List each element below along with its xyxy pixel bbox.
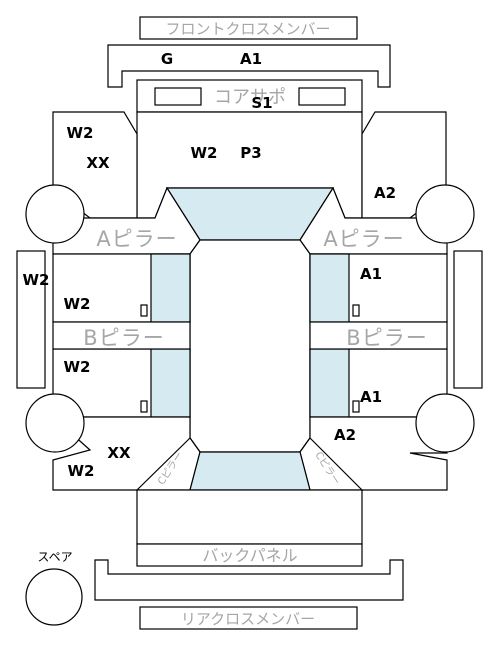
front-bumper: [107, 44, 391, 88]
front-cross-member-box: [139, 16, 358, 40]
roof: [189, 239, 311, 453]
trunk-lid: [136, 489, 363, 545]
right-rear-door-handle: [352, 400, 360, 413]
front-bumper-grade-a1: A1: [240, 50, 262, 68]
left-front-fender-grade-w2: W2: [67, 124, 94, 142]
right-front-door-handle: [352, 304, 360, 317]
right-front-window: [309, 253, 350, 323]
spare-label: スペア: [37, 550, 72, 564]
a-pillar-right-label: Aピラー: [323, 227, 404, 251]
left-rear-door-handle: [140, 400, 148, 413]
left-rear-door-grade-w2: W2: [64, 358, 91, 376]
front-cross-member-label: フロントクロスメンバー: [165, 20, 330, 38]
rear-cross-member-label: リアクロスメンバー: [181, 610, 315, 628]
right-side-sill: [453, 250, 483, 389]
back-panel-label: バックパネル: [202, 546, 297, 565]
left-quarter-grade-xx: XX: [107, 444, 131, 462]
right-front-door-grade-a1: A1: [360, 265, 382, 283]
b-pillar-right-band: [309, 321, 448, 350]
front-bumper-grade-g: G: [161, 50, 173, 68]
right-rear-window: [309, 348, 350, 418]
front-left-wheel: [25, 184, 85, 244]
hood-grade-p3: P3: [240, 144, 261, 162]
core-support-label: コアサポ: [214, 87, 286, 108]
spare-tire: [25, 568, 83, 626]
b-pillar-left-band: [52, 321, 191, 350]
rear-left-wheel: [25, 393, 85, 453]
rear-bumper: [94, 559, 404, 601]
left-headlight: [154, 87, 202, 106]
left-rear-window: [150, 348, 191, 418]
right-quarter-grade-a2: A2: [334, 426, 356, 444]
left-front-door-grade-w2: W2: [64, 295, 91, 313]
core-support-grade-s1: S1: [251, 94, 272, 112]
right-front-fender-grade-a2: A2: [374, 184, 396, 202]
left-side-sill-grade-w2: W2: [23, 271, 50, 289]
rear-right-wheel: [415, 393, 475, 453]
b-pillar-left-label: Bピラー: [83, 326, 164, 350]
left-front-window: [150, 253, 191, 323]
rear-cross-member-box: [139, 606, 358, 630]
hood-grade-w2: W2: [191, 144, 218, 162]
left-front-door-handle: [140, 304, 148, 317]
front-right-wheel: [415, 184, 475, 244]
rear-window: [189, 451, 311, 491]
a-pillar-left-label: Aピラー: [96, 227, 177, 251]
right-headlight: [298, 87, 346, 106]
b-pillar-right-label: Bピラー: [346, 326, 427, 350]
left-side-sill: [16, 250, 46, 389]
left-quarter-grade-w2: W2: [68, 462, 95, 480]
back-panel-box: [136, 543, 363, 567]
left-front-fender-grade-xx: XX: [86, 154, 110, 172]
right-rear-door-grade-a1: A1: [360, 388, 382, 406]
